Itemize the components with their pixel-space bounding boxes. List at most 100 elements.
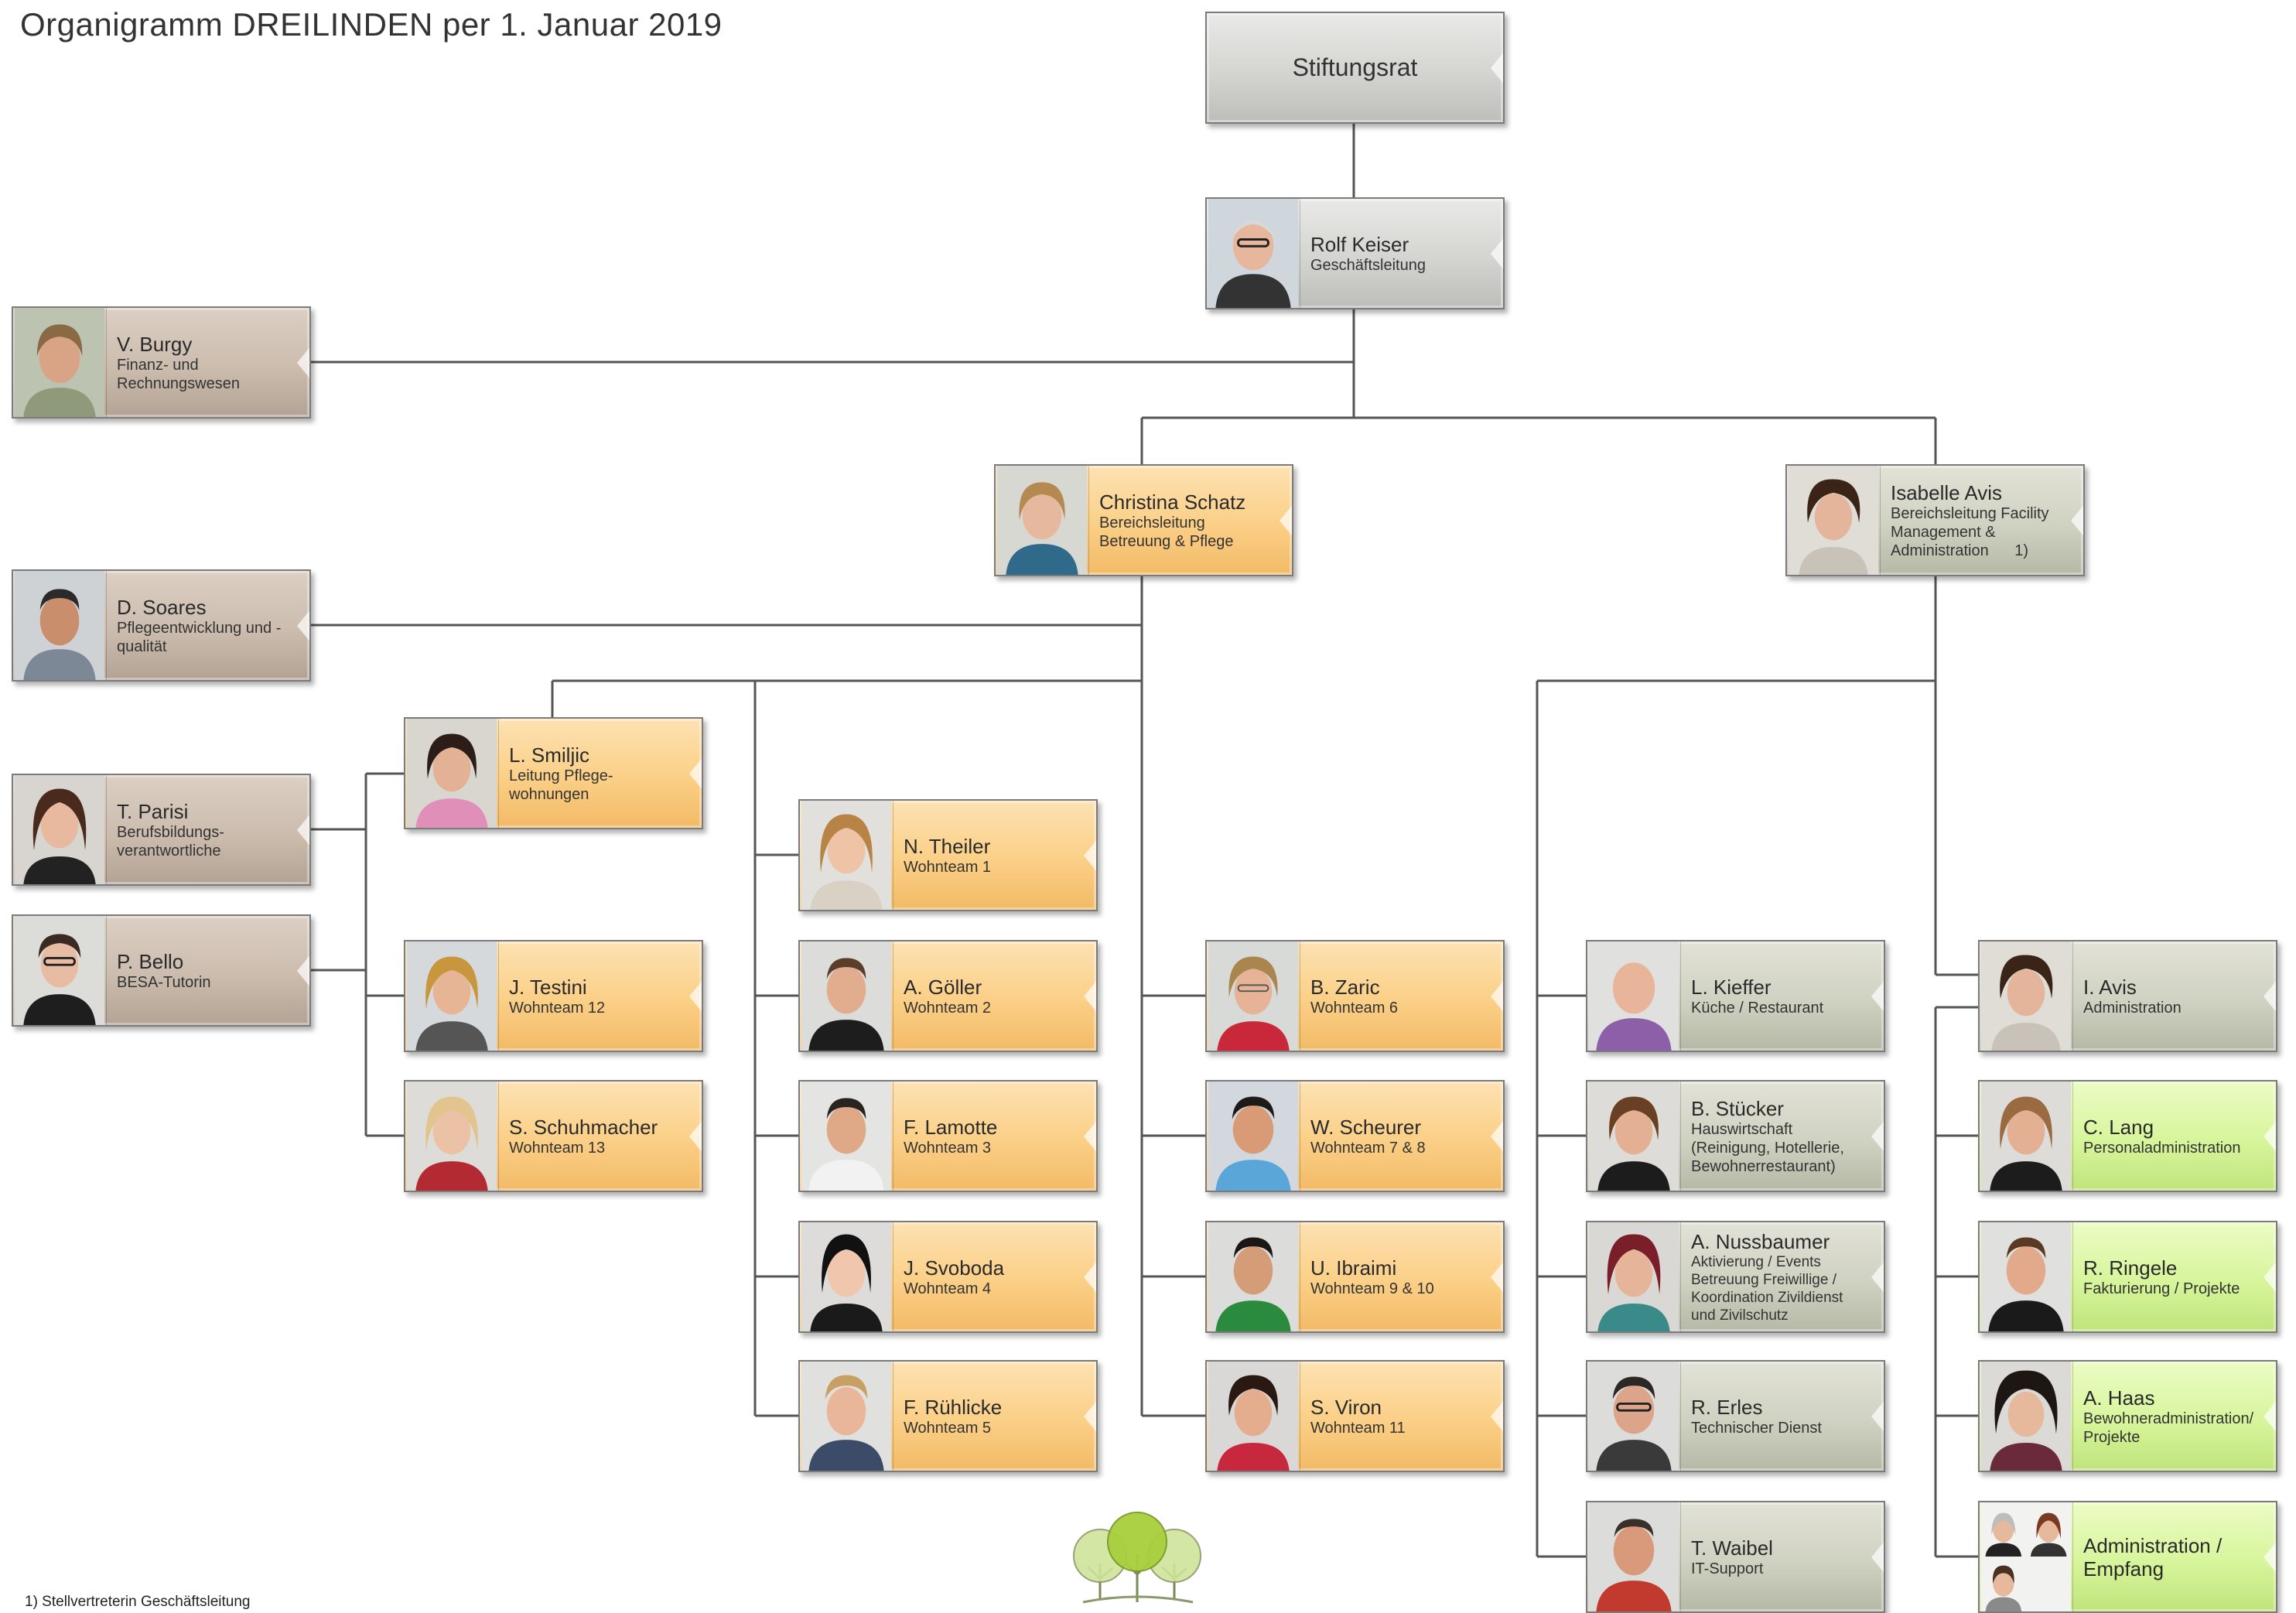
person-role: Leitung Pflege-wohnungen: [509, 767, 613, 803]
person-role: Bewohneradministration/ Projekte: [2083, 1410, 2254, 1446]
person-role: IT-Support: [1691, 1560, 1764, 1577]
person-role: Personaladministration: [2083, 1139, 2241, 1157]
notch-decoration: [1491, 50, 1503, 85]
node-text: Administration / Empfang: [2083, 1502, 2253, 1611]
notch-decoration: [1491, 236, 1503, 271]
portrait-photo: [405, 1082, 499, 1191]
portrait-photo: [1587, 1502, 1681, 1611]
person-role: Technischer Dienst: [1691, 1419, 1822, 1437]
footnote-marker: 1): [2014, 542, 2029, 559]
person-role: Bereichsleitung Facility Management & Ad…: [1891, 504, 2060, 560]
person-role: Wohnteam 13: [509, 1139, 606, 1157]
portrait-photo: [1207, 1362, 1300, 1471]
notch-decoration: [1491, 1119, 1503, 1153]
chart-title: Organigramm DREILINDEN per 1. Januar 201…: [20, 6, 723, 43]
portrait-photo: [13, 308, 107, 417]
person-role: Berufsbildungs-verantwortliche: [117, 823, 224, 859]
group-photo: [1980, 1502, 2073, 1611]
person-role: Aktivierung / Events Betreuung Freiwilli…: [1691, 1253, 1843, 1324]
notch-decoration: [297, 812, 309, 847]
person-role: Wohnteam 3: [904, 1139, 992, 1157]
person-name: N. Theiler: [904, 834, 991, 858]
person-name: C. Lang: [2083, 1115, 2154, 1139]
person-role: Wohnteam 6: [1310, 999, 1399, 1017]
portrait-photo: [1207, 1222, 1300, 1331]
person-name: F. Lamotte: [904, 1115, 998, 1139]
person-name: R. Erles: [1691, 1395, 1763, 1419]
person-name: A. Göller: [904, 975, 982, 999]
notch-decoration: [1084, 1399, 1096, 1434]
person-name: Administration / Empfang: [2083, 1533, 2223, 1581]
person-role: Pflegeentwicklung und -qualität: [117, 619, 282, 655]
portrait-photo: [1587, 1362, 1681, 1471]
portrait-photo: [1207, 1082, 1300, 1191]
notch-decoration: [1491, 979, 1503, 1013]
person-name: L. Kieffer: [1691, 975, 1772, 999]
notch-decoration: [1871, 979, 1884, 1013]
notch-decoration: [1084, 979, 1096, 1013]
portrait-photo: [800, 1082, 893, 1191]
person-role: Küche / Restaurant: [1691, 999, 1824, 1017]
person-role: BESA-Tutorin: [117, 973, 211, 991]
portrait-photo: [800, 941, 893, 1051]
node-empfang: Administration / Empfang: [1978, 1501, 2277, 1613]
person-name: J. Testini: [509, 975, 587, 999]
notch-decoration: [1084, 838, 1096, 873]
notch-decoration: [2264, 1259, 2276, 1294]
portrait-photo: [1980, 1082, 2073, 1191]
portrait-photo: [13, 571, 107, 680]
person-role: Wohnteam 2: [904, 999, 992, 1017]
portrait-photo: [800, 801, 893, 910]
portrait-photo: [1207, 941, 1300, 1051]
person-role: Wohnteam 5: [904, 1419, 992, 1437]
notch-decoration: [1280, 503, 1292, 538]
person-name: L. Smiljic: [509, 743, 590, 767]
person-name: T. Waibel: [1691, 1536, 1773, 1560]
node-stiftungsrat: Stiftungsrat: [1205, 12, 1505, 124]
person-role: Wohnteam 7 & 8: [1310, 1139, 1426, 1157]
notch-decoration: [1871, 1399, 1884, 1434]
person-name: B. Stücker: [1691, 1096, 1784, 1120]
person-role: Administration: [2083, 999, 2182, 1017]
notch-decoration: [2264, 1399, 2276, 1434]
person-name: D. Soares: [117, 595, 207, 619]
person-name: S. Schuhmacher: [509, 1115, 658, 1139]
notch-decoration: [1871, 1259, 1884, 1294]
portrait-photo: [1980, 1222, 2073, 1331]
notch-decoration: [689, 1119, 702, 1153]
portrait-photo: [1587, 1222, 1681, 1331]
